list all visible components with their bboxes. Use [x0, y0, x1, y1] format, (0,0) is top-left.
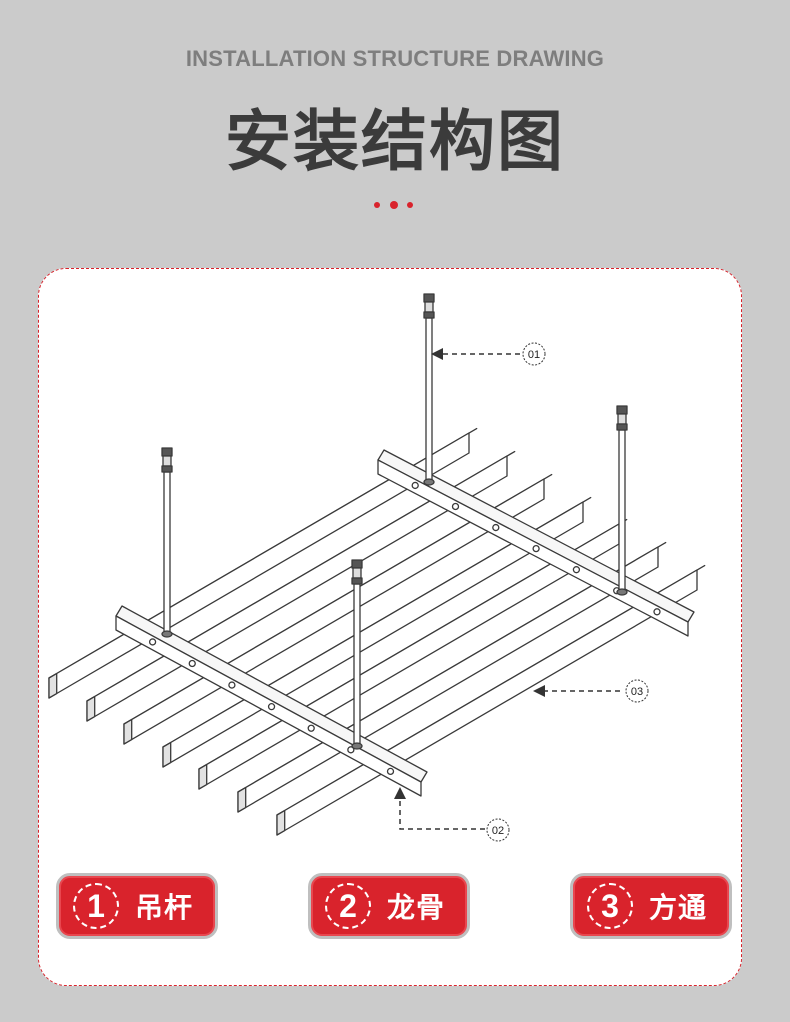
keel-hole	[653, 608, 661, 616]
callout-label: 03	[631, 686, 643, 698]
keel-hole	[411, 481, 419, 490]
keel-hole	[228, 681, 236, 689]
keel-hole	[492, 523, 500, 532]
callout-marker	[625, 679, 649, 703]
page-title: 安装结构图	[225, 103, 565, 180]
keel-hole	[572, 566, 581, 574]
legend-number: 2	[325, 883, 371, 929]
hanger-rods	[161, 293, 628, 750]
keel-hole	[386, 767, 395, 776]
keel-hole	[532, 544, 540, 553]
legend-number: 1	[73, 883, 119, 929]
keel	[377, 449, 695, 637]
callouts: 01 02 03	[394, 342, 649, 842]
legend-item-square-tube: 3 方通	[570, 873, 732, 939]
callout-label: 02	[492, 825, 504, 837]
hanger-rod	[351, 559, 363, 750]
legend-item-keel: 2 龙骨	[308, 873, 470, 939]
keel-hole	[267, 703, 276, 711]
keel	[115, 605, 428, 797]
keel-hole	[451, 502, 460, 511]
hanger-rod	[616, 405, 628, 596]
callout-marker	[486, 818, 510, 842]
keels	[115, 449, 695, 797]
legend-label: 方通	[649, 891, 708, 924]
keel-hole	[188, 659, 196, 668]
legend-label: 吊杆	[135, 891, 194, 924]
page-subtitle: INSTALLATION STRUCTURE DRAWING	[185, 46, 605, 71]
callout-label: 01	[528, 349, 540, 361]
hanger-rod	[161, 447, 173, 638]
hanger-rod	[423, 293, 435, 486]
keel-hole	[148, 638, 157, 646]
title-divider-dots	[372, 201, 420, 212]
legend-item-hanger-rod: 1 吊杆	[56, 873, 218, 939]
legend-label: 龙骨	[387, 891, 446, 924]
callout-leader	[394, 787, 485, 830]
keel-hole	[347, 746, 355, 754]
legend-number: 3	[587, 883, 633, 929]
keel-hole	[307, 724, 315, 732]
callout-marker	[522, 342, 546, 366]
